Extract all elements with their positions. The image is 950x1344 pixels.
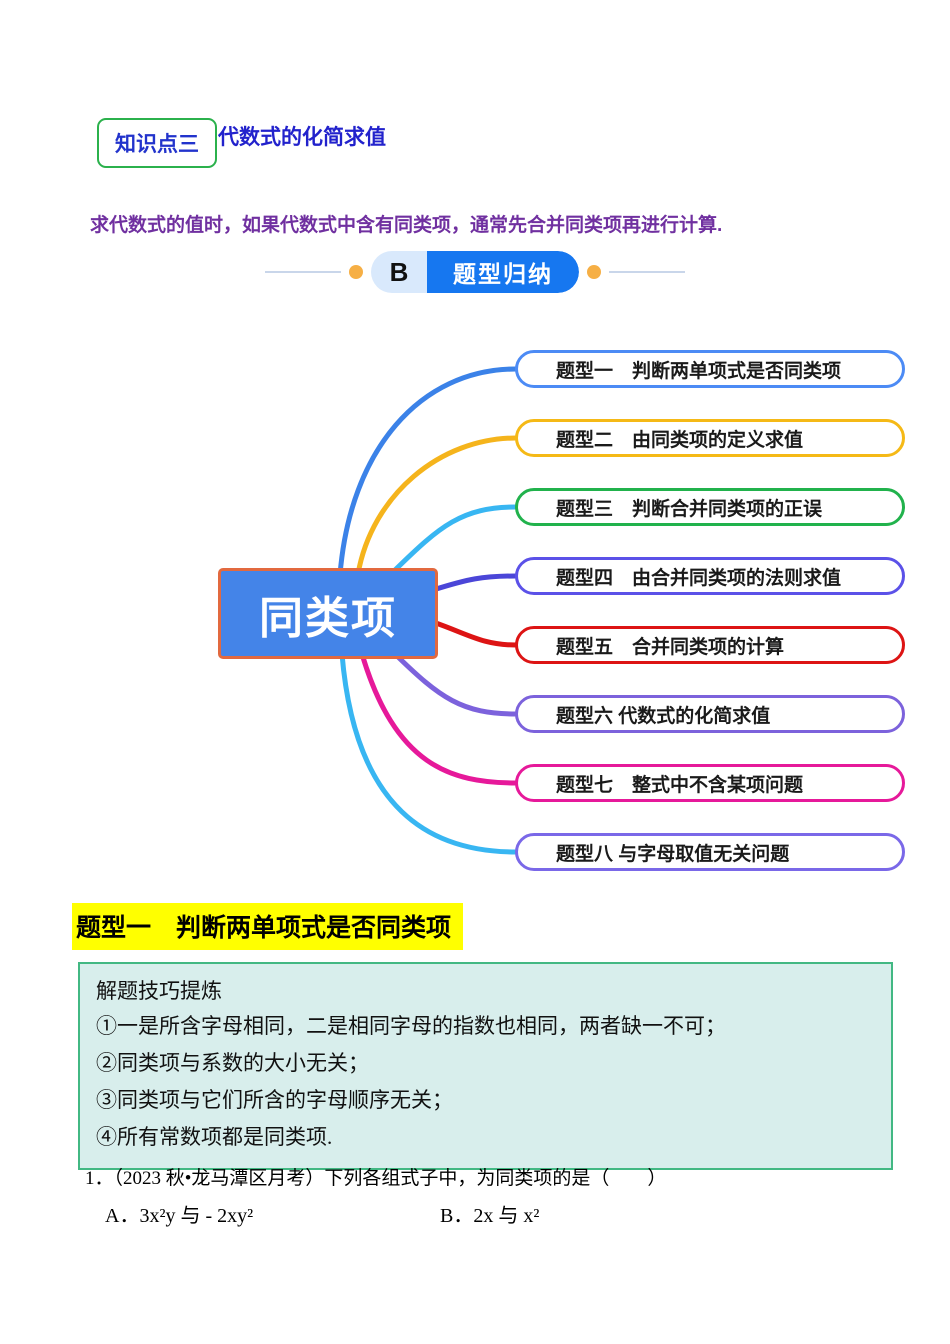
branch-curve-2 (355, 435, 519, 577)
tips-box: 解题技巧提炼 ①一是所含字母相同，二是相同字母的指数也相同，两者缺一不可； ②同… (78, 962, 893, 1170)
option-b-label: B． (440, 1205, 474, 1227)
tips-item-1: ①一是所含字母相同，二是相同字母的指数也相同，两者缺一不可； (96, 1014, 726, 1038)
section-badge-letter: B (371, 251, 427, 293)
question-1: 1．（2023 秋•龙马潭区月考）下列各组式子中，为同类项的是（ ） (85, 1163, 666, 1190)
question-text: （2023 秋•龙马潭区月考）下列各组式子中，为同类项的是（ ） (113, 1168, 667, 1189)
branch-curve-4 (430, 573, 519, 593)
mindmap-branch-3: 题型三 判断合并同类项的正误 (515, 488, 905, 526)
branch-curve-5 (430, 619, 519, 648)
section-badge-label: 题型归纳 (427, 251, 579, 293)
mindmap-branch-8: 题型八 与字母取值无关问题 (515, 833, 905, 871)
option-a-label: A． (105, 1205, 140, 1227)
decorative-dot-right (587, 265, 601, 279)
decorative-dot-left (349, 265, 363, 279)
knowledge-point-title: 代数式的化简求值 (218, 126, 386, 149)
branch-curve-8 (339, 651, 519, 855)
mindmap-center-node: 同类项 (218, 568, 438, 659)
mindmap-branch-1: 题型一 判断两单项式是否同类项 (515, 350, 905, 388)
question-1-option-b: B．2x 与 x² (440, 1199, 539, 1228)
branch-curve-7 (359, 651, 519, 786)
mindmap-branch-5: 题型五 合并同类项的计算 (515, 626, 905, 664)
mindmap-curves (337, 366, 519, 855)
section-badge: B 题型归纳 (371, 251, 579, 293)
mindmap-branch-2: 题型二 由同类项的定义求值 (515, 419, 905, 457)
mindmap: 同类项 题型一 判断两单项式是否同类项 题型二 由同类项的定义求值 题型三 判断… (0, 330, 950, 890)
mindmap-branch-7: 题型七 整式中不含某项问题 (515, 764, 905, 802)
option-a-formula: 3x²y 与 - 2xy² (139, 1205, 254, 1227)
branch-curve-1 (337, 366, 519, 578)
tips-item-4: ④所有常数项都是同类项. (96, 1125, 333, 1149)
tips-item-3: ③同类项与它们所含的字母顺序无关； (96, 1088, 453, 1112)
mindmap-branch-4: 题型四 由合并同类项的法则求值 (515, 557, 905, 595)
knowledge-point-note: 求代数式的值时，如果代数式中含有同类项，通常先合并同类项再进行计算. (90, 215, 723, 236)
section-heading: 题型一 判断两单项式是否同类项 (72, 903, 464, 950)
section-badge-bar: B 题型归纳 (0, 251, 950, 293)
divider-line-right (609, 271, 685, 273)
mindmap-branch-6: 题型六 代数式的化简求值 (515, 695, 905, 733)
branch-curve-6 (392, 651, 519, 717)
question-1-option-a: A．3x²y 与 - 2xy² (105, 1199, 253, 1228)
branch-curve-3 (392, 504, 519, 573)
tips-title: 解题技巧提炼 (96, 979, 222, 1003)
question-number: 1． (85, 1168, 114, 1189)
tips-item-2: ②同类项与系数的大小无关； (96, 1051, 369, 1075)
divider-line-left (265, 271, 341, 273)
option-b-formula: 2x 与 x² (473, 1205, 540, 1227)
knowledge-point-badge: 知识点三 (97, 118, 217, 168)
